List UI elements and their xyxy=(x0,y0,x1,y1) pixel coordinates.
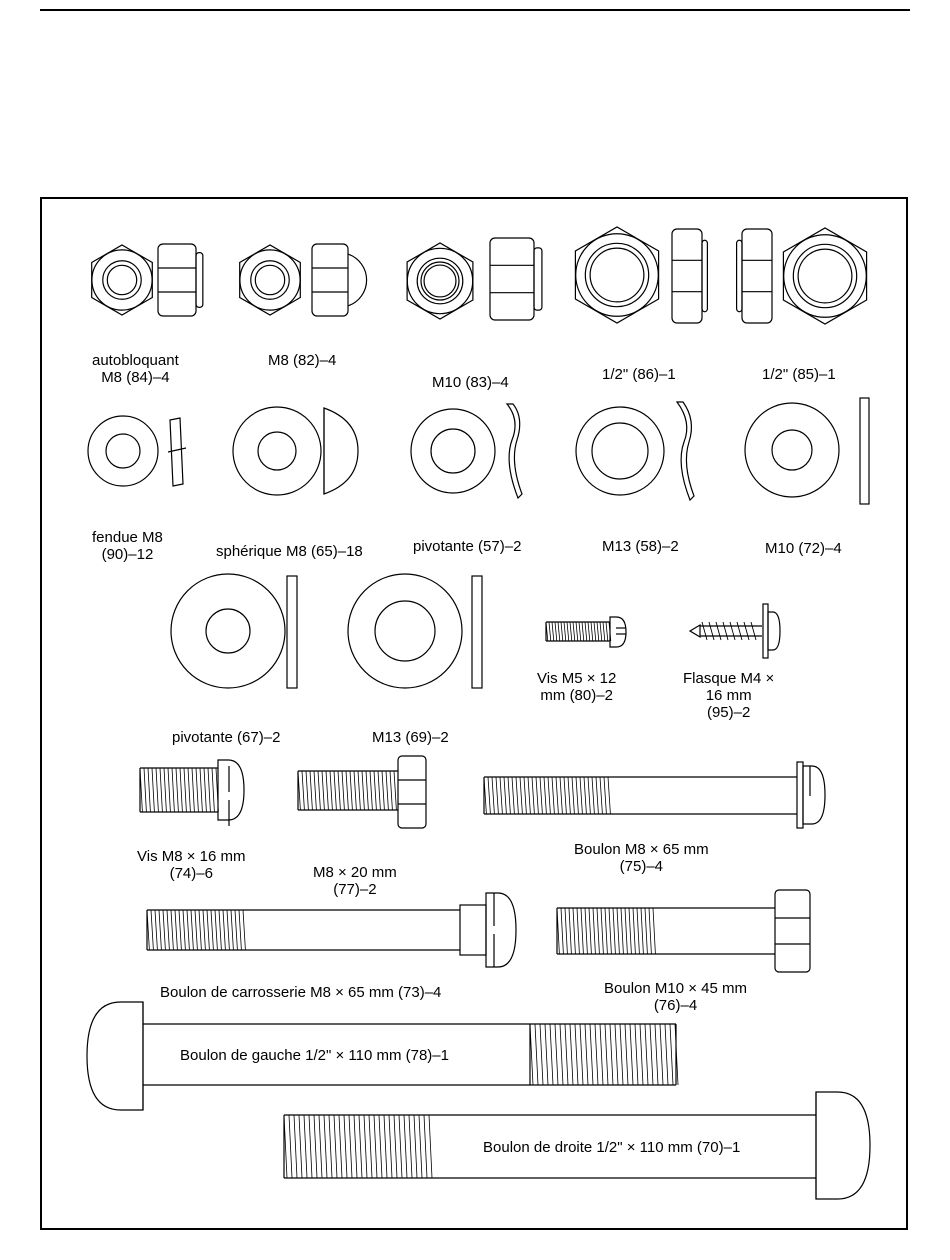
hardware-frame xyxy=(40,197,908,1230)
nut-84-drawing xyxy=(91,243,204,317)
bolt-78-drawing xyxy=(86,1001,679,1111)
label-nut-86: 1/2" (86)–1 xyxy=(602,366,676,383)
washer-57-drawing xyxy=(410,403,523,500)
washer-90-drawing xyxy=(87,415,187,487)
label-nut-85: 1/2" (85)–1 xyxy=(762,366,836,383)
label-washer-90: fendue M8(90)–12 xyxy=(92,529,163,563)
label-nut-82: M8 (82)–4 xyxy=(268,352,337,369)
nut-85-drawing xyxy=(735,227,868,325)
washers-screws-row xyxy=(170,573,781,689)
label-screw-74: Vis M8 × 16 mm(74)–6 xyxy=(137,848,246,882)
screw-74-drawing xyxy=(139,759,245,826)
nuts-row xyxy=(91,226,868,325)
label-washer-69: M13 (69)–2 xyxy=(372,729,449,746)
bolt-70-drawing xyxy=(283,1091,871,1200)
screw-95-drawing xyxy=(688,603,781,659)
label-bolt-78: Boulon de gauche 1/2" × 110 mm (78)–1 xyxy=(180,1047,449,1064)
bolts-area xyxy=(86,755,871,1200)
washers-row xyxy=(87,397,870,505)
label-bolt-75: Boulon M8 × 65 mm(75)–4 xyxy=(574,841,709,875)
washer-72-drawing xyxy=(744,397,870,505)
top-rule xyxy=(40,9,910,11)
label-washer-67: pivotante (67)–2 xyxy=(172,729,281,746)
label-nut-83: M10 (83)–4 xyxy=(432,374,509,391)
bolt-76-drawing xyxy=(556,889,811,973)
nut-82-drawing xyxy=(239,243,368,317)
nut-83-drawing xyxy=(406,237,543,321)
label-washer-65: sphérique M8 (65)–18 xyxy=(216,543,363,560)
washer-65-drawing xyxy=(232,406,359,496)
label-bolt-70: Boulon de droite 1/2" × 110 mm (70)–1 xyxy=(483,1139,741,1156)
screw-80-drawing xyxy=(545,616,627,648)
bolt-75-drawing xyxy=(483,761,826,829)
label-bolt-76: Boulon M10 × 45 mm(76)–4 xyxy=(604,980,747,1014)
washer-67-drawing xyxy=(170,573,298,689)
label-bolt-77: M8 × 20 mm(77)–2 xyxy=(313,864,397,898)
washer-69-drawing xyxy=(347,573,483,689)
label-screw-95: Flasque M4 ×16 mm(95)–2 xyxy=(683,670,775,721)
washer-58-drawing xyxy=(575,401,695,502)
bolt-73-drawing xyxy=(146,892,517,968)
label-bolt-73: Boulon de carrosserie M8 × 65 mm (73)–4 xyxy=(160,984,442,1001)
label-washer-72: M10 (72)–4 xyxy=(765,540,842,557)
label-washer-58: M13 (58)–2 xyxy=(602,538,679,555)
bolt-77-drawing xyxy=(297,755,427,829)
nut-86-drawing xyxy=(574,226,709,324)
label-washer-57: pivotante (57)–2 xyxy=(413,538,522,555)
